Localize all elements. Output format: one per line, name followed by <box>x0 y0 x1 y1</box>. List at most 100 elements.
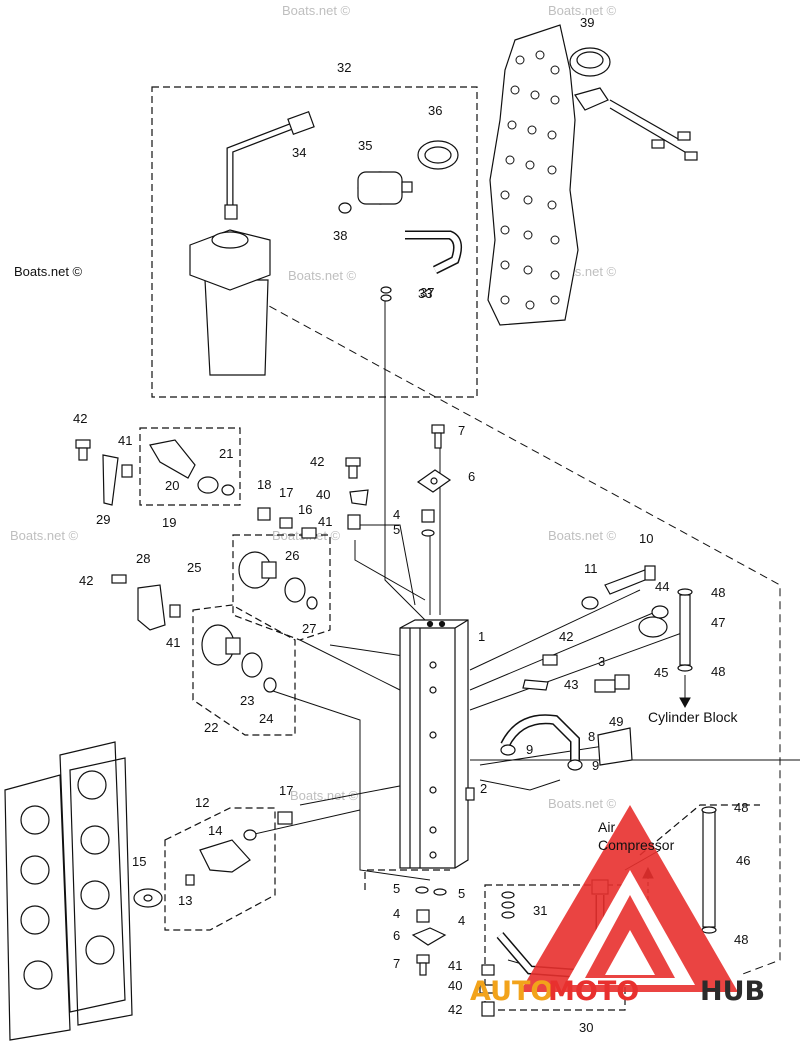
logo-text-auto: AUTO <box>470 976 553 1007</box>
callout-7: 7 <box>393 956 400 971</box>
gasket-stack <box>4 741 133 1041</box>
regulator-part-19 <box>149 439 235 496</box>
ring-bracket-part-39 <box>569 47 698 161</box>
callout-28: 28 <box>136 551 150 566</box>
logo-text-moto: MOTO <box>548 976 639 1007</box>
callout-48: 48 <box>734 800 748 815</box>
fuel-filter-assembly <box>189 110 463 376</box>
sensor-part-12 <box>185 829 257 886</box>
flange-part-6-top <box>416 469 452 493</box>
small-fittings-16-17-18 <box>257 507 317 539</box>
valve-part-22 <box>201 624 277 693</box>
callout-31: 31 <box>533 903 547 918</box>
bolt-part-7-top <box>431 424 445 449</box>
callout-5: 5 <box>458 886 465 901</box>
callout-42: 42 <box>73 411 87 426</box>
watermark: Boats.net © <box>548 528 617 543</box>
automotohub-logo: AUTO MOTO HUB <box>470 805 765 1007</box>
callout-32: 32 <box>337 60 351 75</box>
callout-33: 33 <box>418 286 432 301</box>
callout-2: 2 <box>480 781 487 796</box>
callout-14: 14 <box>208 823 222 838</box>
tube-part-46 <box>701 806 717 934</box>
fitting-part-43 <box>522 679 549 691</box>
callout-11: 11 <box>584 561 598 576</box>
bracket-part-29 <box>75 439 133 506</box>
callout-24: 24 <box>259 711 273 726</box>
callout-7: 7 <box>458 423 465 438</box>
watermark-dark: Boats.net © <box>14 264 83 279</box>
valve-part-25 <box>238 551 318 610</box>
watermark: Boats.net © <box>290 788 359 803</box>
plug-part-17-lower <box>277 811 293 825</box>
callout-42: 42 <box>310 454 324 469</box>
callout-6: 6 <box>468 469 475 484</box>
callout-5: 5 <box>393 522 400 537</box>
callout-30: 30 <box>579 1020 593 1035</box>
callout-16: 16 <box>298 502 312 517</box>
callout-15: 15 <box>132 854 146 869</box>
callout-12: 12 <box>195 795 209 810</box>
watermark: Boats.net © <box>548 796 617 811</box>
callout-10: 10 <box>639 531 653 546</box>
main-manifold-part-1 <box>399 619 475 869</box>
clamp-part-44 <box>638 605 669 638</box>
callout-45: 45 <box>654 665 668 680</box>
callout-47: 47 <box>711 615 725 630</box>
callout-20: 20 <box>165 478 179 493</box>
callout-17: 17 <box>279 485 293 500</box>
hose-part-8 <box>500 714 583 771</box>
clip-part-40-center <box>349 489 369 506</box>
callout-42: 42 <box>448 1002 462 1017</box>
callout-13: 13 <box>178 893 192 908</box>
washer-part-15 <box>133 888 163 908</box>
callout-27: 27 <box>302 621 316 636</box>
callout-4: 4 <box>393 906 400 921</box>
callout-39: 39 <box>580 15 594 30</box>
logo-text-hub: HUB <box>700 976 765 1007</box>
group-box-32 <box>151 86 478 398</box>
callout-5: 5 <box>393 881 400 896</box>
callout-9: 9 <box>526 742 533 757</box>
watermark: Boats.net © <box>548 3 617 18</box>
callout-40: 40 <box>316 487 330 502</box>
callout-36: 36 <box>428 103 442 118</box>
callout-41: 41 <box>166 635 180 650</box>
callout-41: 41 <box>318 514 332 529</box>
air-compressor-label-line2: Compressor <box>598 837 675 853</box>
callout-22: 22 <box>204 720 218 735</box>
callout-4: 4 <box>393 507 400 522</box>
callout-3: 3 <box>598 654 605 669</box>
callout-34: 34 <box>292 145 306 160</box>
callout-9: 9 <box>592 758 599 773</box>
fitting-part-45 <box>594 674 630 693</box>
tube-part-47 <box>677 588 693 672</box>
group-box-19 <box>139 427 241 506</box>
watermark: Boats.net © <box>282 3 351 18</box>
fitting-part-4-top <box>421 509 435 537</box>
callout-48: 48 <box>711 664 725 679</box>
callout-42: 42 <box>79 573 93 588</box>
callout-35: 35 <box>358 138 372 153</box>
bolt-part-10 <box>604 565 656 595</box>
callout-43: 43 <box>564 677 578 692</box>
bottom-stack <box>411 886 447 976</box>
callout-6: 6 <box>393 928 400 943</box>
callout-42: 42 <box>559 629 573 644</box>
callout-17: 17 <box>279 783 293 798</box>
callout-44: 44 <box>655 579 669 594</box>
callout-37: 37 <box>420 285 434 300</box>
bracket-part-28 <box>111 574 181 631</box>
callout-19: 19 <box>162 515 176 530</box>
bolt-part-42-center <box>345 457 361 479</box>
callout-41: 41 <box>448 958 462 973</box>
callout-46: 46 <box>736 853 750 868</box>
callout-4: 4 <box>458 913 465 928</box>
air-compressor-label-line1: Air <box>598 819 615 835</box>
callout-8: 8 <box>588 729 595 744</box>
fitting-part-42-right <box>542 654 558 666</box>
washer-part-11 <box>581 596 599 610</box>
callout-25: 25 <box>187 560 201 575</box>
